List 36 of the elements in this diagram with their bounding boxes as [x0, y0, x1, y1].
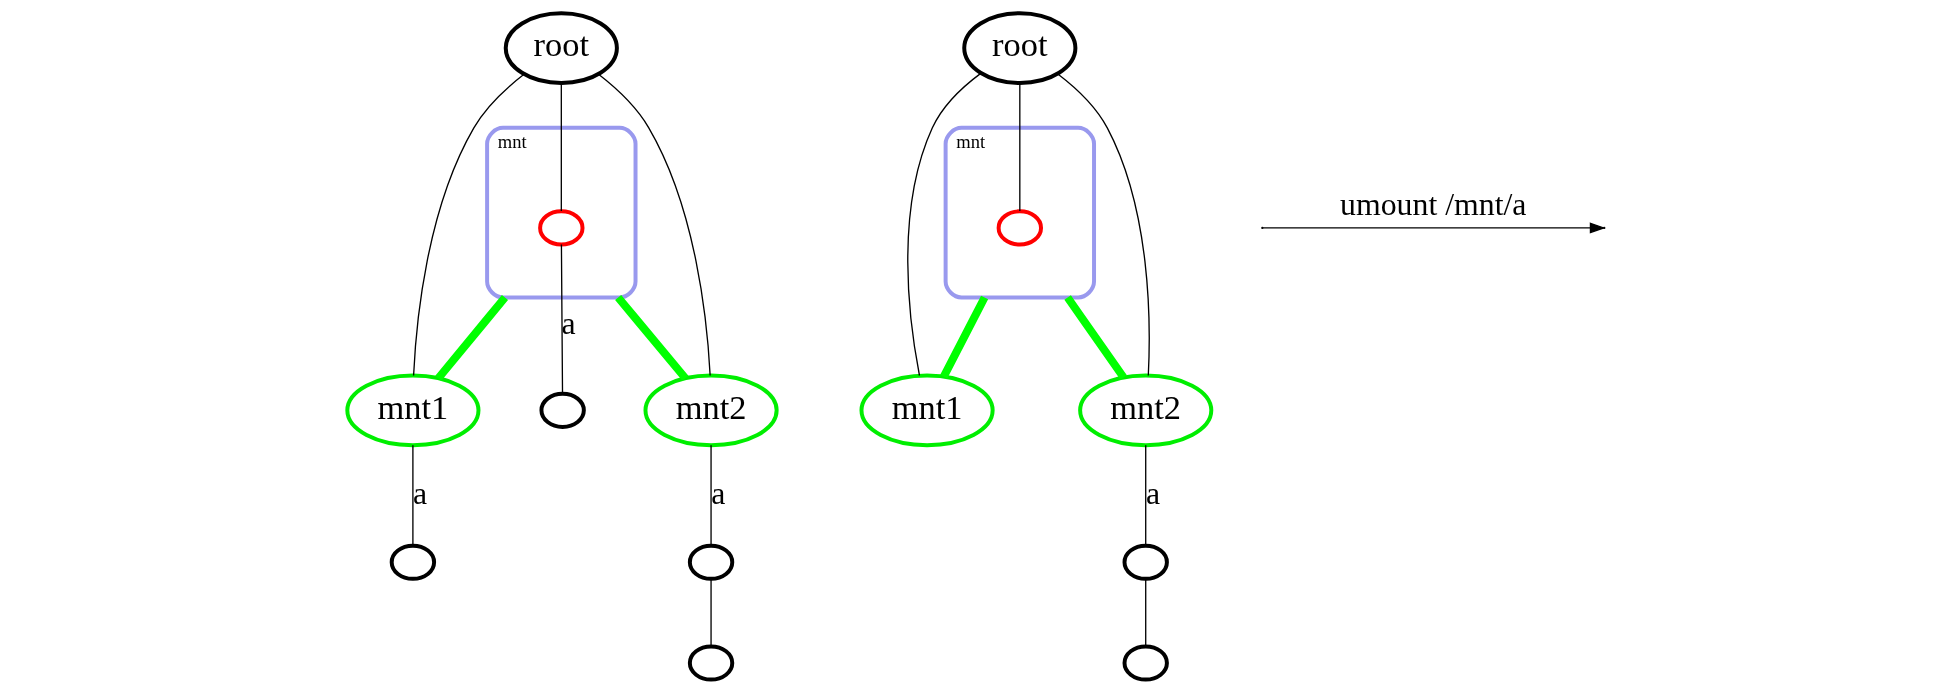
connector: [1019, 82, 1021, 212]
node-ellipse: mnt2: [1078, 373, 1214, 448]
edge-label: a: [1145, 475, 1161, 511]
node-circle: [389, 543, 437, 581]
connector: [1056, 73, 1150, 377]
node-ellipse: mnt1: [859, 373, 995, 448]
connector: [597, 73, 711, 377]
cluster: mnt: [485, 125, 638, 300]
node-circle: [687, 543, 735, 581]
node-ellipse: root: [962, 11, 1078, 85]
node-ellipse: root: [503, 11, 619, 85]
node-circle: [538, 209, 585, 247]
connector: [1145, 444, 1147, 547]
connector: [710, 578, 712, 647]
edge-label: a: [413, 475, 428, 511]
edge-label: a: [711, 475, 726, 511]
connector: [412, 444, 414, 547]
node-circle: [687, 644, 735, 682]
connector: [1145, 578, 1147, 647]
label: umount /mnt/a: [1340, 186, 1527, 222]
node-ellipse: mnt1: [345, 373, 481, 448]
connector: [940, 295, 989, 379]
connector: [615, 294, 689, 381]
connector: [710, 444, 712, 547]
connector: [435, 294, 509, 381]
connector: [560, 82, 562, 212]
node-ellipse: mnt2: [643, 373, 779, 448]
node-circle: [996, 209, 1043, 247]
node-circle: [539, 391, 586, 429]
connector: [412, 73, 525, 377]
cluster: mnt: [943, 125, 1096, 300]
connector: [907, 72, 982, 377]
connector: [560, 243, 564, 395]
node-circle: [1122, 644, 1169, 682]
node-circle: [1122, 543, 1169, 581]
connector: [1064, 295, 1127, 380]
